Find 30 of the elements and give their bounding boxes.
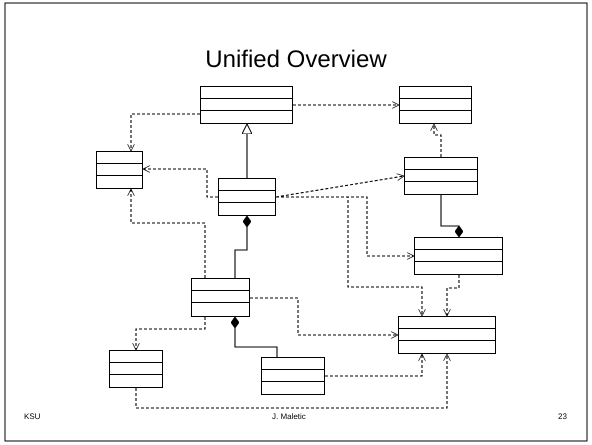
footer-text: KSU bbox=[24, 412, 40, 421]
class-box bbox=[109, 350, 163, 388]
class-box bbox=[96, 151, 143, 189]
dependency-arrow bbox=[293, 101, 400, 109]
class-box bbox=[218, 178, 276, 216]
class-box bbox=[191, 278, 250, 317]
dependency-arrow bbox=[132, 317, 206, 350]
dependency-arrow bbox=[276, 196, 426, 316]
dependency-arrow bbox=[325, 354, 426, 377]
dependency-arrow bbox=[135, 354, 451, 409]
composition-line bbox=[440, 195, 464, 238]
dependency-arrow bbox=[430, 124, 442, 157]
author-name: J. Maletic bbox=[272, 412, 306, 421]
page-number: 23 bbox=[558, 412, 567, 421]
class-box bbox=[398, 316, 496, 354]
dependency-arrow bbox=[142, 165, 218, 198]
dependency-arrow bbox=[250, 297, 398, 339]
dependency-arrow bbox=[443, 275, 460, 316]
dependency-arrow bbox=[276, 173, 404, 198]
class-box bbox=[399, 86, 472, 124]
dependency-arrow bbox=[127, 113, 200, 152]
class-box bbox=[414, 237, 503, 275]
class-box bbox=[404, 157, 478, 195]
slide-title: Unified Overview bbox=[204, 46, 388, 74]
composition-line bbox=[234, 216, 252, 278]
composition-line bbox=[230, 316, 278, 357]
dependency-arrow bbox=[127, 188, 206, 278]
class-box bbox=[261, 357, 325, 395]
generalization-arrow bbox=[242, 124, 252, 178]
class-box bbox=[200, 86, 293, 124]
